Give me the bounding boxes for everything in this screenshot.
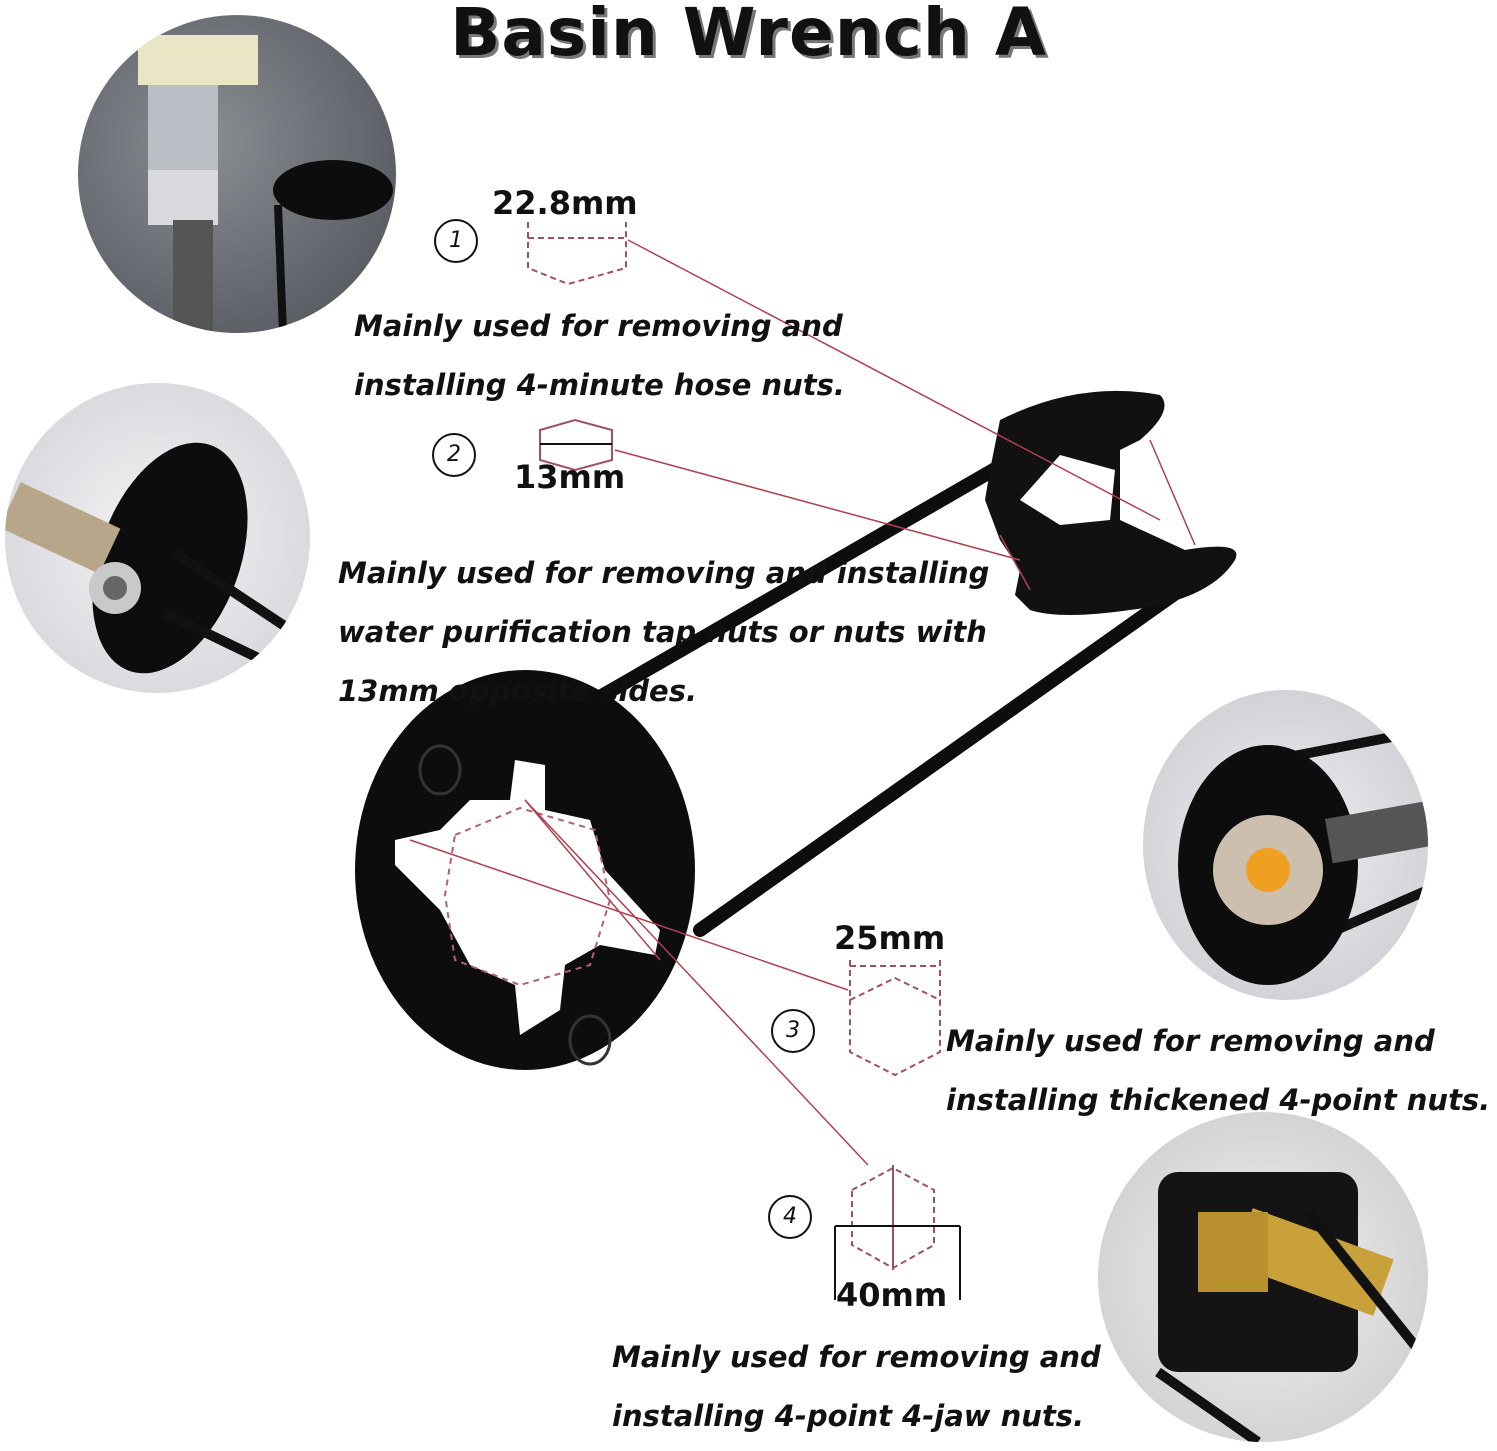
leader-lines: [409, 239, 1196, 1166]
callout-number-4: 4: [768, 1195, 812, 1239]
detail-photo-thickened-nut: [1143, 690, 1428, 1000]
detail-photo-tap-nut: [5, 383, 310, 693]
callout-number-1: 1: [434, 219, 478, 263]
description-1-line-1: Mainly used for removing and: [354, 309, 843, 343]
callout-number-3: 3: [771, 1009, 815, 1053]
page-title: Basin Wrench A: [450, 0, 1047, 71]
wrench-jaw-head: [985, 390, 1237, 615]
callout-number-2: 2: [432, 433, 476, 477]
detail-photo-hose-nut: [78, 15, 396, 333]
hex-nut-outline-icon-1: [527, 222, 627, 286]
description-3-line-2: installing thickened 4-point nuts.: [946, 1083, 1491, 1117]
measurement-label-4: 40mm: [836, 1276, 948, 1314]
description-1-line-2: installing 4-minute hose nuts.: [354, 368, 845, 402]
measurement-label-1: 22.8mm: [492, 184, 638, 222]
description-2-line-2: water purification tap nuts or nuts with: [338, 615, 987, 649]
hex-nut-outline-icon-3: [849, 960, 941, 1077]
description-2-line-3: 13mm opposite sides.: [338, 674, 697, 708]
description-4-line-2: installing 4-point 4-jaw nuts.: [612, 1399, 1085, 1433]
description-4-line-1: Mainly used for removing and: [612, 1340, 1101, 1374]
detail-photo-4-jaw-nut: [1098, 1112, 1428, 1442]
disc-dashed-outlines: [443, 806, 612, 987]
hex-nut-outline-icon-4: [834, 1165, 961, 1300]
wrench-disc: [355, 670, 695, 1070]
measurement-label-3: 25mm: [834, 919, 946, 957]
hex-nut-outline-icon-2: [539, 418, 613, 472]
description-2-line-1: Mainly used for removing and installing: [338, 556, 990, 590]
description-3-line-1: Mainly used for removing and: [946, 1024, 1435, 1058]
measurement-label-2: 13mm: [514, 458, 626, 496]
